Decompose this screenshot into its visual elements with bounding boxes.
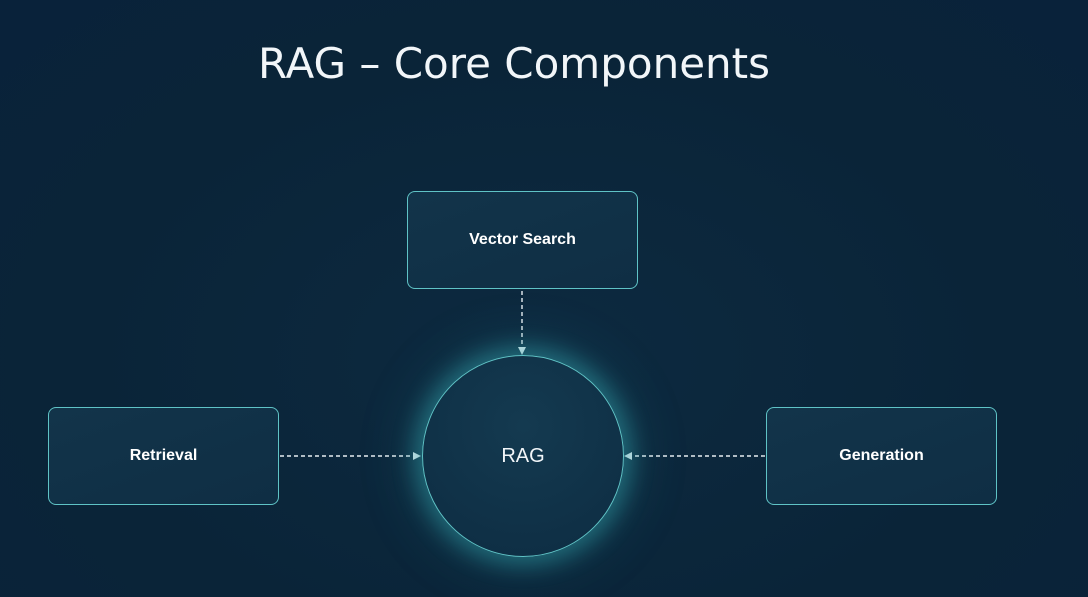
rag-center-node: RAG (422, 355, 624, 557)
generation-node: Generation (766, 407, 997, 505)
vector-search-node: Vector Search (407, 191, 638, 289)
generation-label: Generation (839, 447, 924, 464)
rag-label: RAG (501, 444, 545, 467)
vector-search-label: Vector Search (469, 231, 576, 248)
slide-title: RAG – Core Components (258, 39, 770, 88)
retrieval-label: Retrieval (129, 447, 198, 464)
retrieval-node: Retrieval (48, 407, 279, 505)
